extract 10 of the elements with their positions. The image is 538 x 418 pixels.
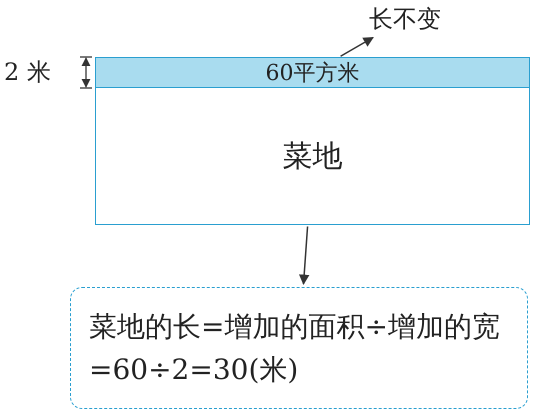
shaded-strip: [95, 57, 530, 88]
formula-box: [70, 287, 528, 409]
formula-text: 菜地的长=增加的面积÷增加的宽=60÷2=30(米): [89, 308, 501, 388]
arrow: [298, 226, 310, 286]
leader-line: [340, 36, 374, 57]
area-label: 60平方米: [266, 60, 360, 88]
note-text: 长不变: [369, 4, 441, 35]
area-label: 菜地: [282, 138, 342, 176]
dimension-label: 2 米: [4, 57, 51, 88]
field-rectangle: [95, 88, 530, 225]
